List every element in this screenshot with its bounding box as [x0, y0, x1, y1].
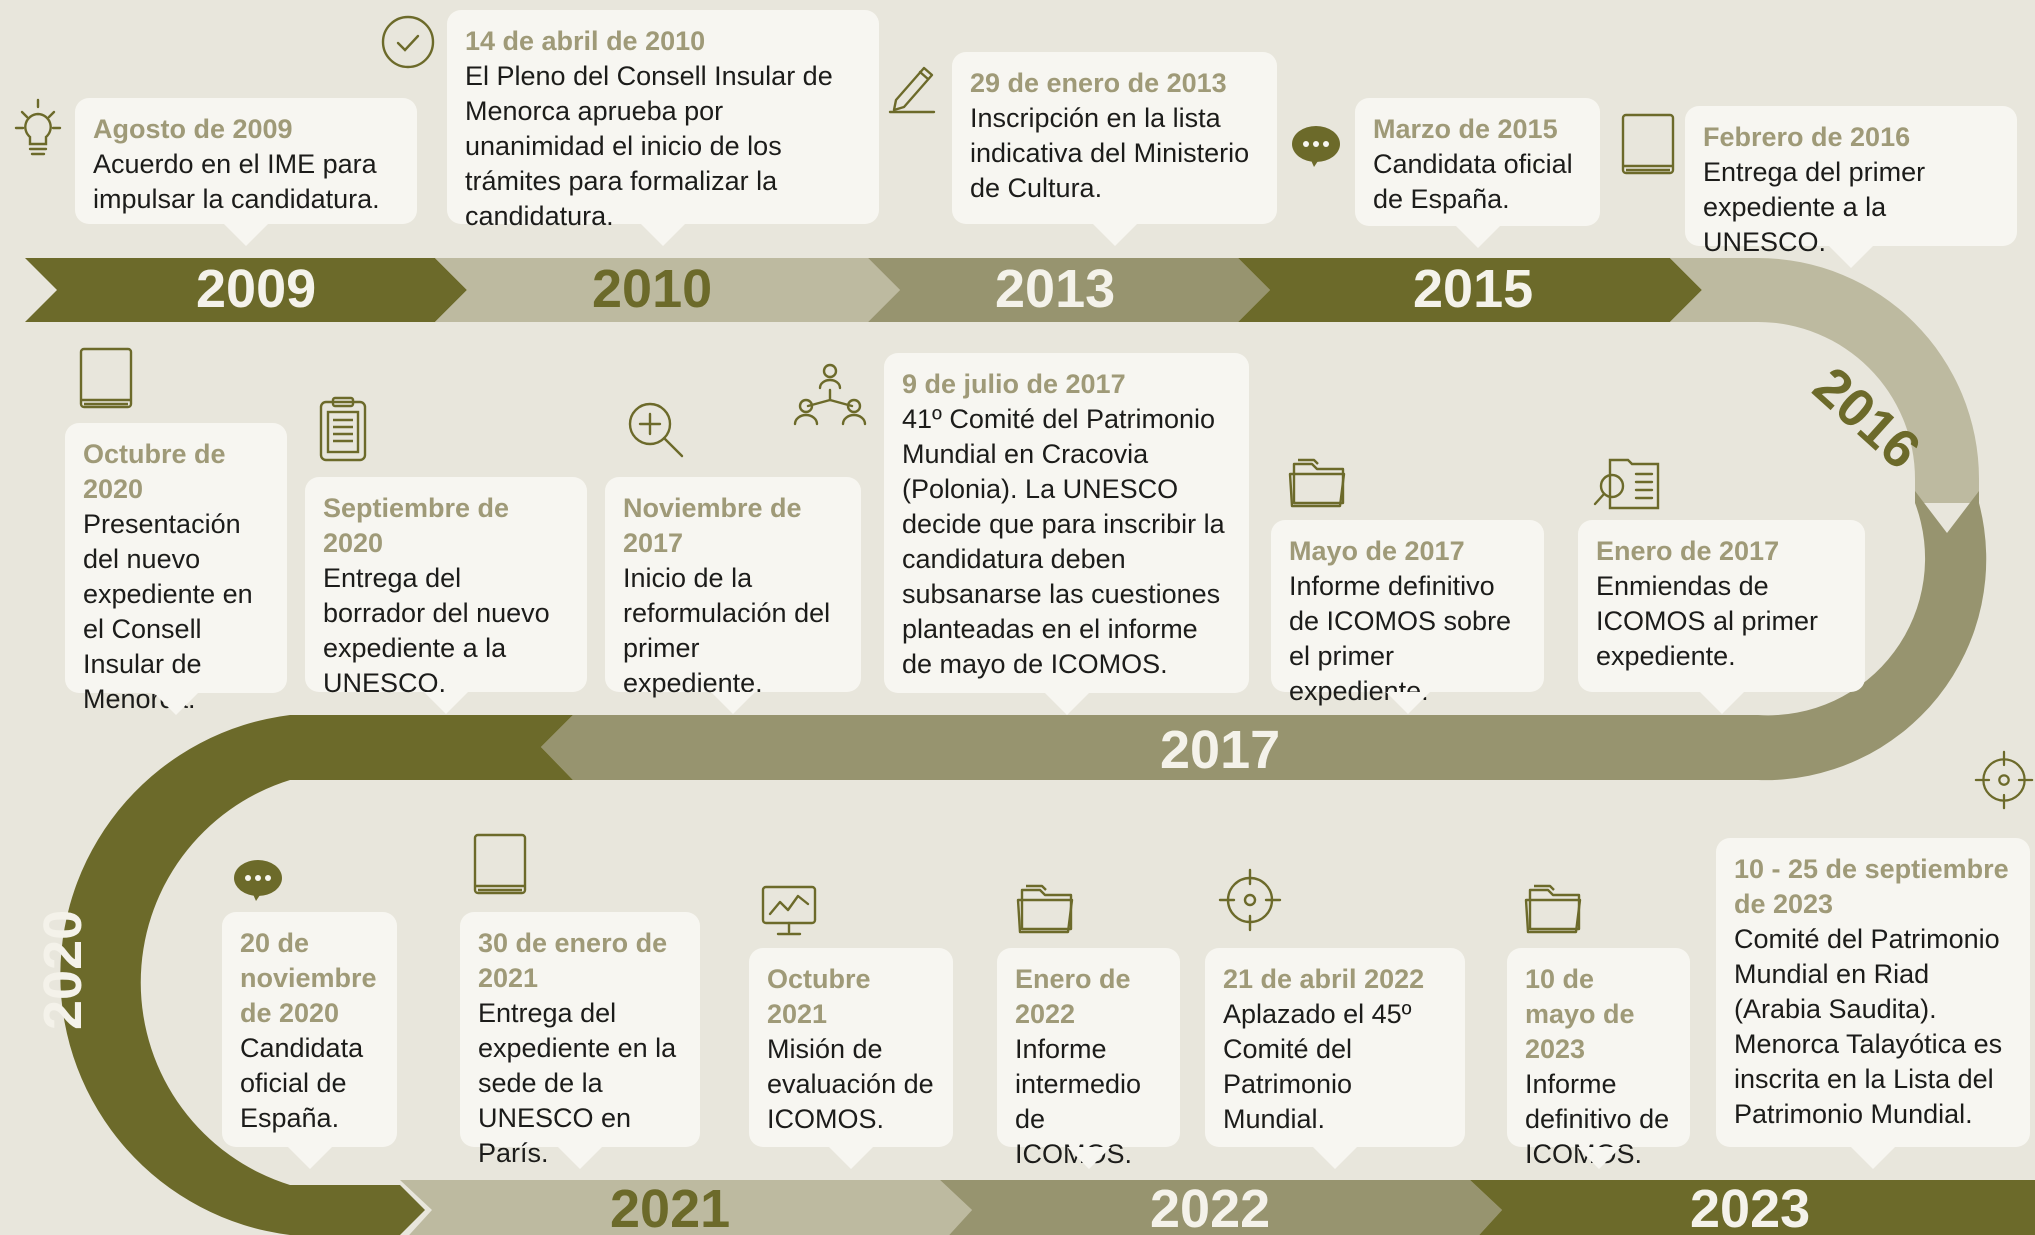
- clipboard-icon: [318, 396, 368, 464]
- road-segment-2020: [60, 715, 574, 1235]
- document-search-icon: [1592, 456, 1662, 512]
- road-segment-2013: [868, 258, 1270, 322]
- folder-icon: [1016, 880, 1080, 936]
- speech-bubble-icon: [1290, 124, 1342, 168]
- event-text: Entrega del primer expediente a la UNESC…: [1703, 157, 1926, 257]
- event-text: Candidata oficial de España.: [240, 1033, 364, 1133]
- event-card-oct-2021: Octubre 2021 Misión de evaluación de ICO…: [749, 948, 953, 1169]
- target-icon: [1218, 868, 1282, 932]
- event-text: Inicio de la reformulación del primer ex…: [623, 563, 831, 698]
- year-label-2013: 2013: [995, 259, 1116, 319]
- event-date: 29 de enero de 2013: [970, 68, 1227, 98]
- event-date: 14 de abril de 2010: [465, 26, 706, 56]
- event-card-jan-2017: Enero de 2017 Enmiendas de ICOMOS al pri…: [1578, 520, 1865, 714]
- year-label-2010: 2010: [592, 259, 713, 319]
- road-segment-2010: [435, 258, 900, 322]
- event-text: Informe definitivo de ICOMOS.: [1525, 1069, 1670, 1169]
- road-segment-2015: [1238, 258, 1702, 322]
- folder-icon: [1288, 454, 1352, 510]
- event-card-nov-2020: 20 de noviembre de 2020 Candidata oficia…: [222, 912, 397, 1169]
- road-segment-2022: [940, 1180, 1502, 1235]
- event-text: Candidata oficial de España.: [1373, 149, 1573, 214]
- event-text: 41º Comité del Patrimonio Mundial en Cra…: [902, 404, 1225, 679]
- road-segment-2021: [400, 1180, 972, 1235]
- event-text: Misión de evaluación de ICOMOS.: [767, 1034, 934, 1134]
- event-card-may-2017: Mayo de 2017 Informe definitivo de ICOMO…: [1271, 520, 1544, 714]
- event-text: Entrega del expediente en la sede de la …: [478, 998, 677, 1168]
- event-date: 10 de mayo de 2023: [1525, 964, 1635, 1064]
- event-text: Enmiendas de ICOMOS al primer expediente…: [1596, 571, 1819, 671]
- event-text: Entrega del borrador del nuevo expedient…: [323, 563, 550, 698]
- event-card-aug-2009: Agosto de 2009 Acuerdo en el IME para im…: [75, 98, 417, 246]
- year-label-2022: 2022: [1150, 1179, 1271, 1235]
- event-card-feb-2016: Febrero de 2016 Entrega del primer exped…: [1685, 106, 2017, 268]
- target-icon: [1974, 748, 2034, 812]
- monitor-chart-icon: [760, 884, 818, 938]
- event-text: Comité del Patrimonio Mundial en Riad (A…: [1734, 924, 2003, 1129]
- event-date: 30 de enero de 2021: [478, 928, 668, 993]
- event-date: Octubre de 2020: [83, 439, 226, 504]
- event-text: El Pleno del Consell Insular de Menorca …: [465, 61, 833, 231]
- year-label-2020: 2020: [33, 909, 93, 1030]
- event-date: Octubre 2021: [767, 964, 871, 1029]
- book-icon: [78, 346, 134, 412]
- event-text: Presentación del nuevo expediente en el …: [83, 509, 253, 714]
- year-label-2009: 2009: [196, 259, 317, 319]
- event-text: Informe definitivo de ICOMOS sobre el pr…: [1289, 571, 1512, 706]
- lightbulb-icon: [8, 98, 68, 164]
- event-date: Enero de 2017: [1596, 536, 1780, 566]
- road-segment-2017: [541, 491, 1987, 781]
- event-text: Inscripción en la lista indicativa del M…: [970, 103, 1250, 203]
- event-card-jul-2017: 9 de julio de 2017 41º Comité del Patrim…: [884, 353, 1249, 715]
- event-date: 9 de julio de 2017: [902, 369, 1126, 399]
- event-date: Mayo de 2017: [1289, 536, 1465, 566]
- event-card-sep-2020: Septiembre de 2020 Entrega del borrador …: [305, 477, 587, 714]
- road-segment-2009: [25, 258, 467, 322]
- road-segment-2023: [1470, 1180, 2035, 1235]
- event-date: 21 de abril 2022: [1223, 964, 1425, 994]
- event-date: Febrero de 2016: [1703, 122, 1911, 152]
- event-date: Agosto de 2009: [93, 114, 293, 144]
- year-label-2023: 2023: [1690, 1179, 1811, 1235]
- year-label-2015: 2015: [1413, 259, 1534, 319]
- event-date: 20 de noviembre de 2020: [240, 928, 377, 1028]
- event-card-sep-2023: 10 - 25 de septiembre de 2023 Comité del…: [1716, 838, 2030, 1169]
- book-icon: [1620, 112, 1676, 178]
- event-card-apr-2022: 21 de abril 2022 Aplazado el 45º Comité …: [1205, 948, 1465, 1169]
- event-date: Enero de 2022: [1015, 964, 1131, 1029]
- pen-icon: [886, 60, 938, 116]
- year-label-2017: 2017: [1160, 720, 1281, 780]
- event-date: Septiembre de 2020: [323, 493, 510, 558]
- zoom-in-icon: [626, 400, 686, 460]
- event-text: Aplazado el 45º Comité del Patrimonio Mu…: [1223, 999, 1412, 1134]
- event-card-apr-2010: 14 de abril de 2010 El Pleno del Consell…: [447, 10, 879, 246]
- road-segment-2016: [1670, 258, 1979, 503]
- check-circle-icon: [380, 14, 436, 70]
- year-label-2021: 2021: [610, 1179, 731, 1235]
- event-text: Acuerdo en el IME para impulsar la candi…: [93, 149, 380, 214]
- event-card-oct-2020: Octubre de 2020 Presentación del nuevo e…: [65, 423, 287, 715]
- event-date: 10 - 25 de septiembre de 2023: [1734, 854, 2009, 919]
- event-card-nov-2017: Noviembre de 2017 Inicio de la reformula…: [605, 477, 861, 714]
- event-text: Informe intermedio de ICOMOS.: [1015, 1034, 1142, 1169]
- event-card-jan-2022: Enero de 2022 Informe intermedio de ICOM…: [997, 948, 1180, 1169]
- event-card-jan-2021: 30 de enero de 2021 Entrega del expedien…: [460, 912, 700, 1169]
- speech-bubble-icon: [232, 858, 284, 902]
- event-date: Marzo de 2015: [1373, 114, 1558, 144]
- people-network-icon: [792, 362, 868, 426]
- event-date: Noviembre de 2017: [623, 493, 802, 558]
- event-card-may-2023: 10 de mayo de 2023 Informe definitivo de…: [1507, 948, 1690, 1169]
- book-icon: [472, 832, 528, 898]
- event-card-mar-2015: Marzo de 2015 Candidata oficial de Españ…: [1355, 98, 1600, 248]
- folder-icon: [1524, 880, 1588, 936]
- event-card-jan-2013: 29 de enero de 2013 Inscripción en la li…: [952, 52, 1277, 246]
